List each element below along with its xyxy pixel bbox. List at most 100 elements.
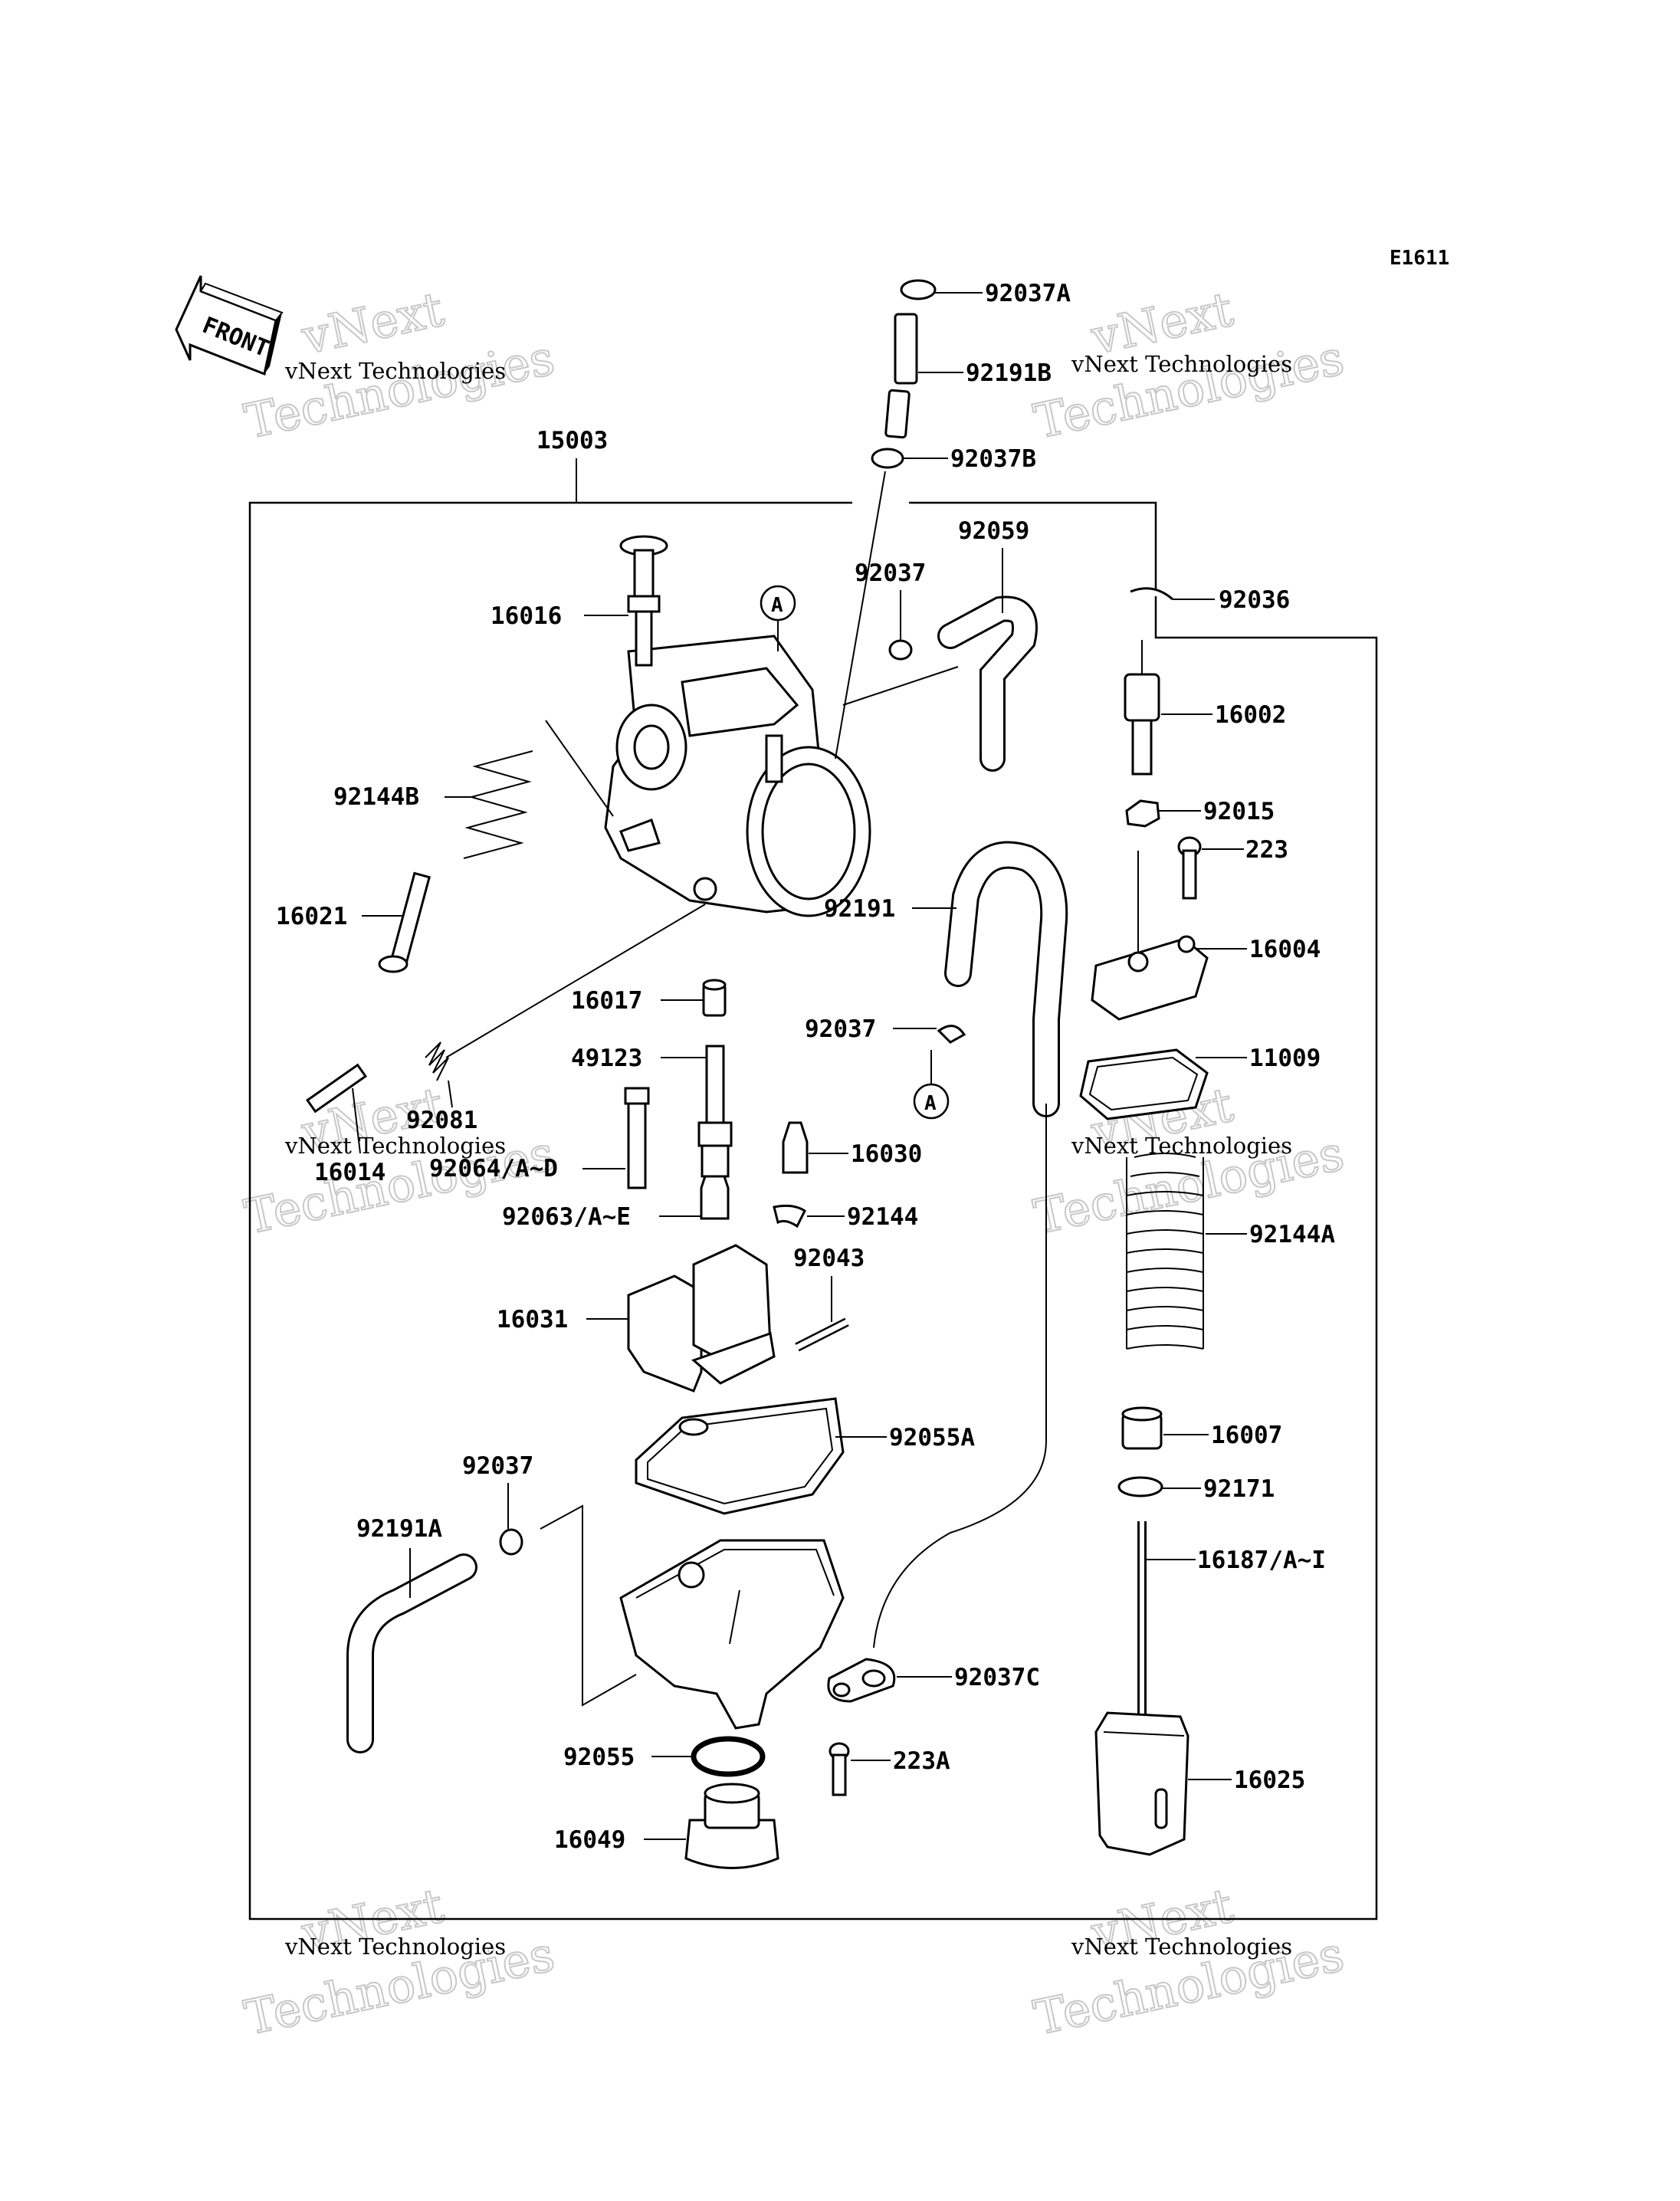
- svg-text:92037A: 92037A: [985, 280, 1071, 307]
- svg-text:Technologies: Technologies: [240, 330, 559, 450]
- diagram-code: E1611: [1390, 247, 1449, 270]
- part-92059: 92059: [842, 517, 1038, 772]
- part-16002: 16002: [1124, 640, 1286, 776]
- assembly-frame: 15003: [248, 427, 1378, 1921]
- part-16021: 16021: [276, 871, 431, 973]
- svg-text:92043: 92043: [793, 1245, 865, 1272]
- part-16030: 16030: [782, 1121, 922, 1174]
- svg-text:16004: 16004: [1249, 936, 1321, 963]
- part-92055A: 92055A: [635, 1397, 975, 1515]
- part-92144: 92144: [773, 1203, 918, 1231]
- svg-text:92036: 92036: [1219, 586, 1290, 614]
- part-92037A: 92037A: [900, 279, 1071, 307]
- svg-text:A: A: [924, 1092, 937, 1115]
- svg-text:vNext Technologies: vNext Technologies: [284, 1133, 506, 1159]
- part-49123: 49123: [571, 1045, 733, 1178]
- svg-text:16049: 16049: [554, 1826, 625, 1854]
- part-92064: 92064/A~D: [429, 1087, 650, 1189]
- svg-text:16002: 16002: [1215, 701, 1286, 729]
- svg-text:16021: 16021: [276, 903, 347, 930]
- svg-text:92037: 92037: [855, 559, 926, 587]
- svg-text:Technologies: Technologies: [1029, 330, 1349, 450]
- part-16031: 16031: [497, 1244, 776, 1392]
- svg-text:vNext Technologies: vNext Technologies: [284, 1934, 506, 1960]
- svg-text:16017: 16017: [571, 987, 642, 1015]
- part-223A: 223A: [829, 1742, 950, 1796]
- part-16007: 16007: [1121, 1406, 1282, 1450]
- svg-text:92191: 92191: [824, 895, 895, 923]
- part-16017: 16017: [571, 979, 727, 1017]
- svg-text:vNext: vNext: [297, 281, 448, 366]
- svg-text:223: 223: [1245, 836, 1288, 864]
- svg-text:92191A: 92191A: [356, 1515, 442, 1543]
- svg-text:92171: 92171: [1203, 1475, 1275, 1503]
- part-92171: 92171: [1117, 1475, 1275, 1503]
- part-92055: 92055: [563, 1736, 766, 1777]
- svg-text:92037C: 92037C: [954, 1664, 1040, 1691]
- part-11009: 11009: [1079, 1045, 1321, 1120]
- part-16187: 16187/A~I: [1137, 1521, 1326, 1720]
- svg-text:92144: 92144: [847, 1203, 918, 1231]
- svg-text:92037: 92037: [462, 1452, 533, 1480]
- part-92191A: 92191A: [346, 1515, 477, 1753]
- callout-a-top: A: [760, 585, 796, 651]
- svg-text:92055: 92055: [563, 1743, 635, 1771]
- svg-text:A: A: [771, 594, 783, 617]
- part-223: 223: [1177, 836, 1288, 900]
- part-92037-bottom: 92037: [462, 1452, 533, 1556]
- part-16049: 16049: [554, 1783, 779, 1869]
- carburetor-body: [604, 635, 871, 917]
- part-92191B: 92191B: [884, 313, 1052, 439]
- svg-text:92191B: 92191B: [966, 359, 1052, 387]
- watermark-top-right: vNext Technologies vNext Technologies: [1029, 280, 1350, 451]
- svg-text:92144B: 92144B: [333, 783, 419, 811]
- svg-text:92037B: 92037B: [950, 445, 1036, 473]
- part-92037-top: 92037: [855, 559, 926, 661]
- watermark-bottom-left: vNext Technologies vNext Technologies: [239, 1877, 560, 2047]
- part-92037C: 92037C: [827, 1658, 1040, 1703]
- part-92144B: 92144B: [333, 720, 614, 859]
- svg-text:49123: 49123: [571, 1045, 642, 1072]
- svg-text:16025: 16025: [1234, 1766, 1305, 1794]
- part-92081: 92081: [406, 904, 706, 1134]
- svg-text:223A: 223A: [893, 1747, 950, 1775]
- svg-text:16014: 16014: [314, 1159, 386, 1186]
- part-92015: 92015: [1125, 798, 1275, 828]
- part-92191: 92191: [824, 841, 1068, 1648]
- svg-text:vNext Technologies: vNext Technologies: [1071, 351, 1292, 377]
- svg-text:92059: 92059: [958, 517, 1029, 545]
- svg-text:16187/A~I: 16187/A~I: [1197, 1547, 1326, 1574]
- part-16016: 16016: [491, 535, 668, 667]
- part-16025: 16025: [1094, 1711, 1305, 1856]
- part-92036: 92036: [1130, 586, 1290, 614]
- svg-text:vNext Technologies: vNext Technologies: [284, 358, 506, 384]
- part-92043: 92043: [793, 1245, 865, 1352]
- svg-text:16007: 16007: [1211, 1422, 1282, 1449]
- front-arrow-icon: FRONT: [175, 275, 284, 376]
- part-92037B: 92037B: [835, 445, 1036, 759]
- svg-text:92063/A~E: 92063/A~E: [502, 1203, 631, 1231]
- svg-text:16031: 16031: [497, 1306, 568, 1333]
- callout-a-mid: A: [913, 1050, 950, 1120]
- svg-text:11009: 11009: [1249, 1045, 1321, 1072]
- svg-text:vNext Technologies: vNext Technologies: [1071, 1934, 1292, 1960]
- svg-text:92144A: 92144A: [1249, 1221, 1335, 1248]
- svg-text:16030: 16030: [851, 1140, 922, 1168]
- part-16004: 16004: [1091, 851, 1321, 1021]
- svg-text:16016: 16016: [491, 602, 562, 630]
- part-92144A: 92144A: [1126, 1153, 1335, 1350]
- watermark-bottom-right: vNext Technologies vNext Technologies: [1029, 1877, 1350, 2047]
- part-92063: 92063/A~E: [502, 1175, 730, 1231]
- part-92037-mid: 92037: [805, 1015, 966, 1044]
- svg-text:92015: 92015: [1203, 798, 1275, 825]
- svg-text:92064/A~D: 92064/A~D: [429, 1155, 558, 1183]
- watermark-top-left: vNext Technologies vNext Technologies: [239, 280, 560, 451]
- svg-text:92081: 92081: [406, 1107, 477, 1134]
- assembly-number: 15003: [536, 427, 608, 454]
- part-float-bowl: [540, 1504, 845, 1730]
- part-16014: 16014: [305, 1063, 386, 1186]
- svg-text:92055A: 92055A: [889, 1424, 975, 1451]
- svg-text:92037: 92037: [805, 1015, 876, 1043]
